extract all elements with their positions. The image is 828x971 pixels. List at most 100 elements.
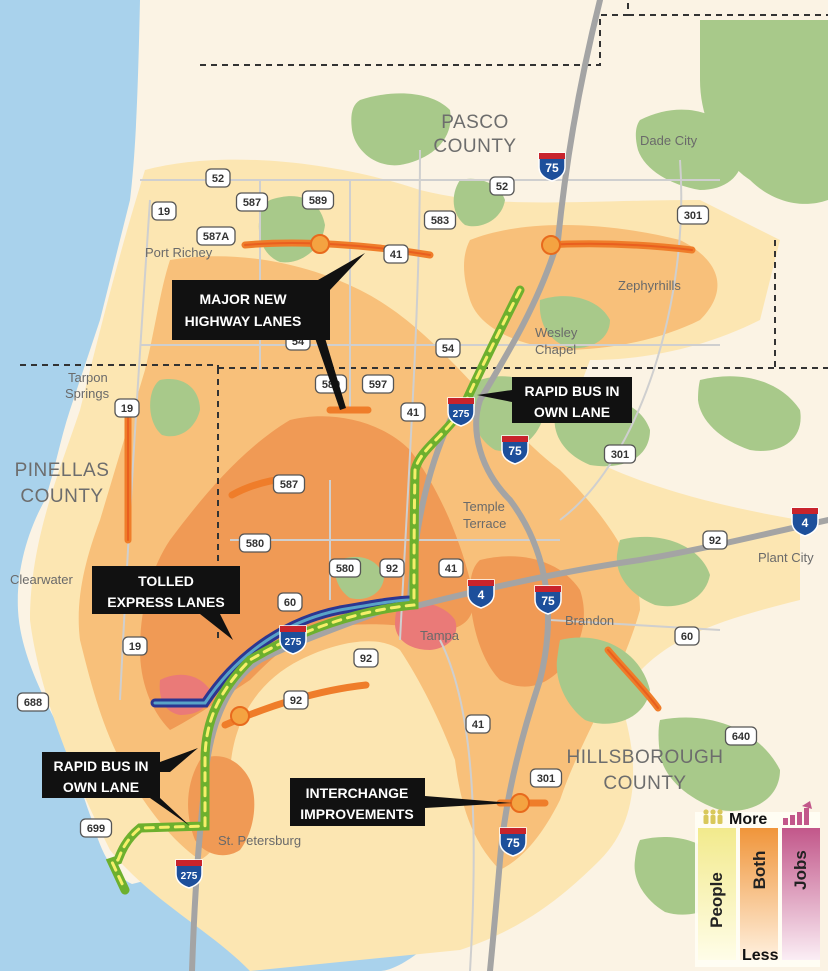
route-shield-r41a: 41 [383, 244, 409, 264]
route-number: 580 [336, 563, 354, 575]
route-number: 587 [243, 197, 261, 209]
route-number: 587 [280, 479, 298, 491]
route-number: 587A [203, 231, 229, 243]
interstate-number: 75 [506, 836, 520, 850]
callout-bus-south-line1: RAPID BUS IN [54, 758, 149, 774]
interstate-number: 75 [545, 161, 559, 175]
route-shield-r640: 640 [724, 726, 758, 746]
city-st-petersburg: St. Petersburg [218, 833, 301, 848]
callout-bus-north-line2: OWN LANE [534, 404, 610, 420]
legend-people-bar [698, 828, 736, 960]
county-pasco-2: COUNTY [433, 136, 516, 157]
route-number: 301 [537, 773, 555, 785]
route-shield-r699: 699 [79, 818, 113, 838]
legend-both: Both [750, 851, 769, 890]
route-number: 580 [246, 538, 264, 550]
route-number: 52 [212, 173, 224, 185]
callout-major-new-highway-lanes: MAJOR NEW HIGHWAY LANES [172, 253, 365, 410]
city-wesley: Wesley [535, 325, 578, 340]
city-port-richey: Port Richey [145, 245, 213, 260]
callout-tolled-line1: TOLLED [138, 573, 194, 589]
interstate-shield-i275a: 275 [447, 397, 475, 427]
route-number: 41 [407, 407, 419, 419]
interchange-markers [230, 234, 561, 813]
county-pasco-1: PASCO [441, 112, 509, 133]
county-borders [20, 0, 828, 640]
callout-interchange-line2: IMPROVEMENTS [300, 806, 414, 822]
minor-roads [119, 149, 721, 971]
callout-rapid-bus-south: RAPID BUS IN OWN LANE [42, 748, 198, 826]
route-number: 92 [386, 563, 398, 575]
route-shield-r41c: 41 [438, 558, 464, 578]
city-springs: Springs [65, 386, 110, 401]
interstate-number: 4 [802, 516, 809, 530]
city-dade-city: Dade City [640, 133, 698, 148]
route-shield-r19c: 19 [122, 636, 148, 656]
route-shield-r52a: 52 [205, 168, 231, 188]
route-shield-r587b: 587 [272, 474, 306, 494]
interstate-shield-i75a: 75 [538, 152, 566, 182]
legend-jobs: Jobs [791, 850, 810, 890]
density-legend: More Less People Both Jobs [695, 801, 820, 967]
city-plant-city: Plant City [758, 550, 814, 565]
route-number: 60 [284, 597, 296, 609]
callout-bus-south-line2: OWN LANE [63, 779, 139, 795]
route-number: 60 [681, 631, 693, 643]
interstate-shield-i4b: 4 [467, 579, 495, 609]
legend-more: More [729, 811, 767, 828]
route-shield-r301c: 301 [529, 768, 563, 788]
route-shield-r301a: 301 [676, 205, 710, 225]
route-shield-r92d: 92 [283, 690, 309, 710]
legend-both-bar [740, 828, 778, 960]
route-number: 92 [709, 535, 721, 547]
route-shield-r580b: 580 [328, 558, 362, 578]
route-number: 699 [87, 823, 105, 835]
interstate-number: 4 [478, 588, 485, 602]
city-terrace: Terrace [463, 516, 506, 531]
route-number: 41 [445, 563, 457, 575]
interstate-shield-i275c: 275 [175, 859, 203, 889]
route-shield-r583: 583 [423, 210, 457, 230]
route-number: 640 [732, 731, 750, 743]
route-shield-r54b: 54 [435, 338, 461, 358]
route-number: 19 [121, 403, 133, 415]
legend-less: Less [742, 947, 779, 964]
interstate-number: 275 [285, 637, 302, 648]
route-number: 19 [158, 206, 170, 218]
callout-interchange-improvements: INTERCHANGE IMPROVEMENTS [290, 778, 512, 826]
callouts: MAJOR NEW HIGHWAY LANES RAPID BUS IN OWN… [42, 253, 632, 826]
route-shield-r597: 597 [361, 374, 395, 394]
city-zephyrhills: Zephyrhills [618, 278, 681, 293]
route-number: 52 [496, 181, 508, 193]
county-hillsborough-1: HILLSBOROUGH [567, 747, 724, 768]
callout-highway-line2: HIGHWAY LANES [185, 313, 302, 329]
interstate-number: 275 [181, 871, 198, 882]
county-pinellas-1: PINELLAS [15, 460, 110, 481]
interstate-shield-i75d: 75 [499, 827, 527, 857]
interstate-number: 275 [453, 409, 470, 420]
people-icon [703, 809, 723, 824]
tolled-express-lanes-inner [153, 598, 414, 705]
callout-interchange-line1: INTERCHANGE [306, 785, 409, 801]
interstate-shield-i4a: 4 [791, 507, 819, 537]
route-number: 41 [472, 719, 484, 731]
route-number: 301 [684, 210, 702, 222]
callout-rapid-bus-north: RAPID BUS IN OWN LANE [477, 377, 632, 423]
route-shield-r60b: 60 [674, 626, 700, 646]
route-shield-r301b: 301 [603, 444, 637, 464]
route-number: 301 [611, 449, 629, 461]
route-shield-r92b: 92 [702, 530, 728, 550]
city-brandon: Brandon [565, 613, 614, 628]
route-number: 597 [369, 379, 387, 391]
county-labels: PASCO COUNTY PINELLAS COUNTY HILLSBOROUG… [15, 112, 724, 794]
route-shield-r587: 587 [235, 192, 269, 212]
route-shield-r92a: 92 [379, 558, 405, 578]
route-shield-r587a: 587A [196, 226, 236, 246]
interstate-shield-i75c: 75 [534, 585, 562, 615]
city-temple: Temple [463, 499, 505, 514]
route-number: 54 [442, 343, 455, 355]
route-number: 688 [24, 697, 42, 709]
